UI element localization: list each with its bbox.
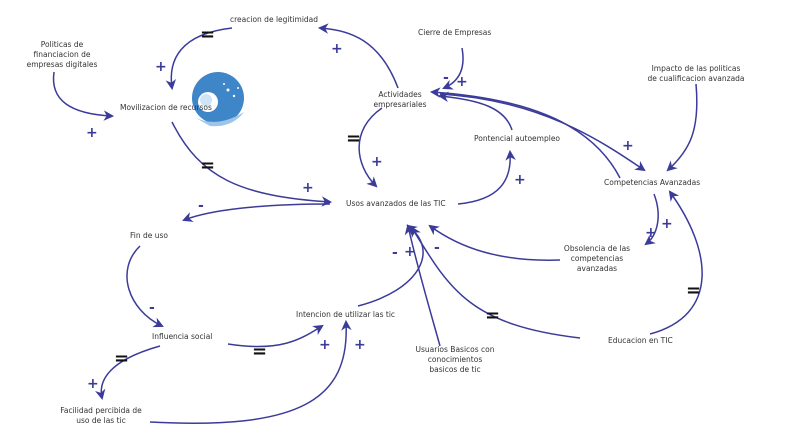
sign-minus: - [434, 240, 440, 256]
node-cierre-empresas: Cierre de Empresas [418, 28, 492, 37]
sign-plus: + [354, 337, 366, 353]
link-usos-competencias [439, 93, 646, 172]
delay-mark: = [686, 280, 702, 301]
link-potencial-actividades [437, 91, 513, 131]
sign-plus: + [404, 244, 416, 260]
sign-minus: - [149, 300, 155, 316]
sign-plus: + [622, 138, 634, 154]
sign-minus: - [392, 245, 398, 261]
link-facilidad-intencion [149, 319, 352, 424]
sign-plus: + [155, 59, 167, 75]
delay-mark: = [200, 24, 216, 45]
link-educacion-competencias [649, 190, 703, 335]
node-creacion-legitimidad: creacion de legitimidad [230, 15, 319, 24]
delay-mark: = [346, 128, 362, 149]
link-movilizacion-usos [171, 121, 333, 207]
sign-plus: + [514, 172, 526, 188]
node-educacion-tic: Educacion en TIC [608, 336, 673, 345]
sign-plus: + [456, 74, 468, 90]
link-actividades-usos [358, 107, 383, 188]
node-usuarios-basicos: Usuarios Basicos con conocimientos basic… [415, 345, 495, 374]
node-politicas-financiacion: Politicas de financiacion de empresas di… [26, 40, 98, 69]
link-obsolencia-usos [428, 224, 561, 261]
node-fin-de-uso: Fin de uso [130, 231, 168, 240]
link-creacion-movilizacion [165, 27, 233, 91]
delay-mark: = [114, 348, 130, 369]
link-usos-potencial [457, 149, 516, 205]
sign-plus: + [319, 337, 331, 353]
sign-plus: + [371, 154, 383, 170]
sign-plus: + [87, 376, 99, 392]
sign-plus: + [86, 125, 98, 141]
sign-minus: - [443, 70, 449, 86]
link-impacto-competencias [666, 83, 698, 172]
node-potencial-autoempleo: Pontencial autoempleo [474, 134, 561, 143]
link-cierre-actividades [442, 47, 464, 90]
sign-plus: + [331, 41, 343, 57]
link-competencias-obsolencia [644, 193, 659, 246]
link-influencia-intencion [227, 324, 324, 348]
sign-plus: + [661, 216, 673, 232]
link-actividades-creacion [317, 23, 399, 89]
sign-plus: + [302, 180, 314, 196]
node-obsolencia: Obsolencia de las competencias avanzadas [563, 244, 631, 273]
delay-mark: = [200, 155, 216, 176]
node-actividades-empresariales: Actividades empresariales [373, 90, 427, 109]
link-politicas-movilizacion [52, 71, 115, 121]
sign-plus: + [645, 225, 657, 241]
node-influencia-social: Influencia social [152, 332, 213, 341]
node-competencias-avanzadas: Competencias Avanzadas [604, 178, 701, 187]
link-influencia-facilidad [95, 345, 161, 401]
node-impacto-politicas: Impacto de las politicas de cualificacio… [647, 64, 745, 83]
sign-minus: - [198, 198, 204, 214]
delay-mark: = [485, 305, 501, 326]
sphere-logo-icon [192, 72, 244, 127]
node-facilidad-uso: Facilidad percibida de uso de las tic [60, 406, 142, 425]
delay-mark: = [252, 341, 268, 362]
link-usos-fin [182, 203, 331, 222]
link-fin-influencia [126, 245, 164, 328]
node-movilizacion-recursos: Movilizacion de recursos [120, 103, 212, 112]
link-intencion-usos [357, 224, 424, 307]
link-competencias-actividades [429, 87, 621, 179]
link-educacion-usos [410, 226, 581, 339]
node-usos-avanzados: Usos avanzados de las TIC [346, 199, 446, 208]
link-usuarios-usos [404, 223, 441, 347]
node-intencion-utilizar: Intencion de utilizar las tic [296, 310, 396, 319]
